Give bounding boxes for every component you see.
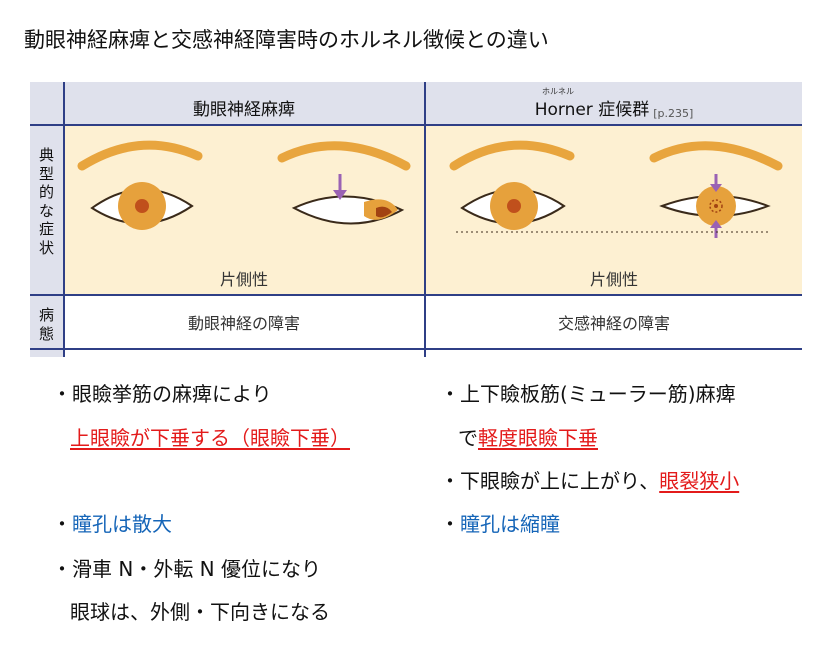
header-horner: Horner 症候群[p.235] — [426, 82, 802, 124]
horner-page-ref: [p.235] — [653, 107, 694, 120]
row-label-pathology: 病 態 — [38, 306, 54, 343]
header-oculomotor: 動眼神経麻痺 — [64, 82, 424, 124]
page-title: 動眼神経麻痺と交感神経障害時のホルネル徴候との違い — [24, 28, 549, 52]
eye-illustrations — [77, 140, 783, 238]
right-note-1-cont: で軽度眼瞼下垂 — [458, 426, 598, 450]
row-label-typical-symptoms: 典 型 的 な 症 状 — [38, 146, 54, 257]
side-header-column — [30, 82, 63, 357]
grid-line — [424, 82, 426, 357]
horner-affected-eye — [456, 141, 783, 238]
right-note-1: ・上下瞼板筋(ミューラー筋)麻痺 — [440, 382, 736, 406]
comparison-figure: 動眼神経麻痺 Horner 症候群[p.235] ホルネル 典 型 的 な 症 … — [30, 82, 802, 357]
left-note-3-cont: 眼球は、外側・下向きになる — [70, 600, 330, 624]
horner-laterality: 片側性 — [589, 270, 638, 289]
horner-normal-eye — [449, 140, 575, 230]
horner-pathology: 交感神経の障害 — [426, 297, 802, 347]
header-horner-label: Horner 症候群 — [534, 100, 650, 120]
grid-line — [30, 124, 802, 126]
grid-line — [63, 82, 65, 357]
left-note-3: ・滑車 N・外転 N 優位になり — [52, 557, 321, 581]
header-oculomotor-label: 動眼神経麻痺 — [193, 100, 295, 120]
right-note-3: ・瞳孔は縮瞳 — [440, 512, 560, 536]
oculomotor-laterality: 片側性 — [219, 270, 268, 289]
right-note-1-emphasis: 軽度眼瞼下垂 — [478, 426, 598, 450]
oculomotor-normal-eye — [77, 140, 203, 230]
grid-line — [30, 294, 802, 296]
oculomotor-pathology: 動眼神経の障害 — [64, 297, 424, 347]
horner-ruby: ホルネル — [542, 87, 574, 96]
right-note-2: ・下眼瞼が上に上がり、眼裂狭小 — [440, 469, 740, 493]
left-note-2: ・瞳孔は散大 — [52, 512, 172, 536]
left-note-1-emphasis: 上眼瞼が下垂する（眼瞼下垂） — [70, 426, 350, 450]
right-note-3-emphasis: 瞳孔は縮瞳 — [460, 512, 560, 536]
oculomotor-affected-eye — [277, 141, 411, 225]
grid-line — [30, 348, 802, 350]
left-note-1: ・眼瞼挙筋の麻痺により — [52, 382, 272, 406]
right-note-2-emphasis: 眼裂狭小 — [659, 469, 740, 493]
left-note-2-emphasis: 瞳孔は散大 — [72, 512, 172, 536]
